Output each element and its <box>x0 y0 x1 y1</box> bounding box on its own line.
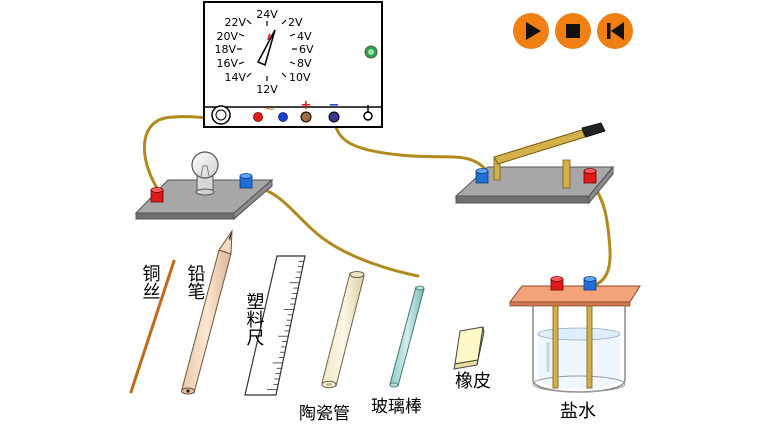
switch-terminal-red[interactable] <box>583 168 597 184</box>
wire-supply-to-switch <box>332 115 490 174</box>
ac-terminal-red[interactable] <box>253 112 263 122</box>
minus-symbol: − <box>329 98 340 113</box>
dial-label-4v: 4V <box>297 30 312 43</box>
dial-ticks <box>237 19 297 81</box>
bulb-terminal-blue[interactable] <box>239 173 253 189</box>
pencil-label: 铅笔 <box>185 264 206 300</box>
output-switch-icon[interactable] <box>363 105 373 121</box>
glass-rod-label: 玻璃棒 <box>371 397 422 417</box>
dial-label-22v: 22V <box>224 16 246 29</box>
ceramic-tube-label: 陶瓷管 <box>299 404 350 424</box>
ac-symbol: ~ <box>265 102 276 117</box>
dial-label-6v: 6V <box>299 43 314 56</box>
ruler-label: 塑料尺 <box>244 292 265 346</box>
plastic-ruler-sample[interactable] <box>244 255 306 396</box>
plus-symbol: + <box>301 98 312 113</box>
dial-labels: 24V 2V 4V 6V 8V 10V 12V 14V 16V 18V 20V … <box>214 8 314 96</box>
dial-label-24v: 24V <box>256 8 278 21</box>
ac-terminal-blue[interactable] <box>278 112 288 122</box>
switch-handle[interactable] <box>581 122 606 138</box>
eraser-label: 橡皮 <box>455 371 491 392</box>
bulb-board <box>134 151 274 221</box>
dial-label-14v: 14V <box>224 71 246 84</box>
dial-label-10v: 10V <box>289 71 311 84</box>
dial-label-2v: 2V <box>288 16 303 29</box>
copper-wire-label: 铜丝 <box>140 264 161 300</box>
light-bulb-icon[interactable] <box>191 151 219 196</box>
switch-terminal-blue[interactable] <box>475 168 489 184</box>
stop-icon <box>566 24 580 38</box>
salt-water-label: 盐水 <box>560 401 596 422</box>
copper-wire-text: 铜丝 <box>140 264 161 300</box>
rewind-icon <box>607 22 624 40</box>
power-supply: 24V 2V 4V 6V 8V 10V 12V 14V 16V 18V 20V … <box>203 1 383 128</box>
glass-rod-sample[interactable] <box>389 285 425 388</box>
dc-terminal-negative[interactable] <box>328 111 340 123</box>
eraser-sample[interactable] <box>453 326 485 370</box>
dial-label-16v: 16V <box>216 57 238 70</box>
dc-terminal-positive[interactable] <box>300 111 312 123</box>
dial-label-20v: 20V <box>216 30 238 43</box>
beaker-terminal-blue[interactable] <box>583 276 597 291</box>
wire-bulb-to-probe <box>244 182 420 278</box>
play-button[interactable] <box>513 13 549 49</box>
ceramic-tube-sample[interactable] <box>321 271 365 389</box>
switch-blade[interactable] <box>493 129 586 165</box>
voltage-dial-knob[interactable] <box>256 29 276 67</box>
rewind-button[interactable] <box>597 13 633 49</box>
dial-label-12v: 12V <box>256 83 278 96</box>
play-icon <box>526 22 541 40</box>
wire-switch-to-beaker <box>590 182 612 288</box>
dial-label-18v: 18V <box>214 43 236 56</box>
bulb-terminal-red[interactable] <box>150 187 164 203</box>
dial-label-8v: 8V <box>297 57 312 70</box>
beaker-terminal-red[interactable] <box>550 276 564 291</box>
pencil-sample[interactable] <box>181 229 233 395</box>
stop-button[interactable] <box>555 13 591 49</box>
salt-water-beaker <box>509 276 641 393</box>
knife-switch <box>454 122 615 205</box>
copper-wire-sample[interactable] <box>129 259 176 394</box>
